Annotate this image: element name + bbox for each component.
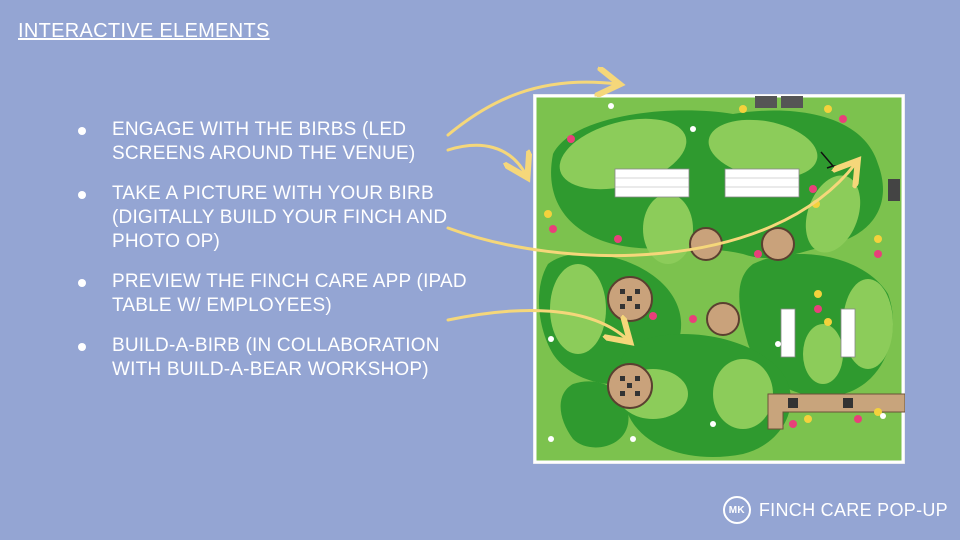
bullet-item: BUILD-A-BIRB (IN COLLABORATION WITH BUIL… xyxy=(72,334,492,382)
bullet-dot xyxy=(78,343,86,351)
logo-icon: MK xyxy=(722,496,751,524)
slide-title: INTERACTIVE ELEMENTS xyxy=(18,20,270,42)
bullet-item: TAKE A PICTURE WITH YOUR BIRB (DIGITALLY… xyxy=(72,182,492,254)
venue-floor-plan xyxy=(533,94,905,464)
bullet-text: BUILD-A-BIRB (IN COLLABORATION WITH BUIL… xyxy=(112,335,440,380)
bullet-text: PREVIEW THE FINCH CARE APP (IPAD TABLE W… xyxy=(112,271,467,316)
bullet-text: ENGAGE WITH THE BIRBS (LED SCREENS AROUN… xyxy=(112,119,416,164)
bullet-dot xyxy=(78,191,86,199)
bullet-item: ENGAGE WITH THE BIRBS (LED SCREENS AROUN… xyxy=(72,118,492,166)
footer-brand: MK FINCH CARE POP-UP xyxy=(722,496,948,524)
bullet-dot xyxy=(78,279,86,287)
bullet-text: TAKE A PICTURE WITH YOUR BIRB (DIGITALLY… xyxy=(112,183,448,252)
bullet-item: PREVIEW THE FINCH CARE APP (IPAD TABLE W… xyxy=(72,270,492,318)
bullet-dot xyxy=(78,127,86,135)
bullet-list: ENGAGE WITH THE BIRBS (LED SCREENS AROUN… xyxy=(72,118,492,398)
brand-name: FINCH CARE POP-UP xyxy=(758,499,948,520)
